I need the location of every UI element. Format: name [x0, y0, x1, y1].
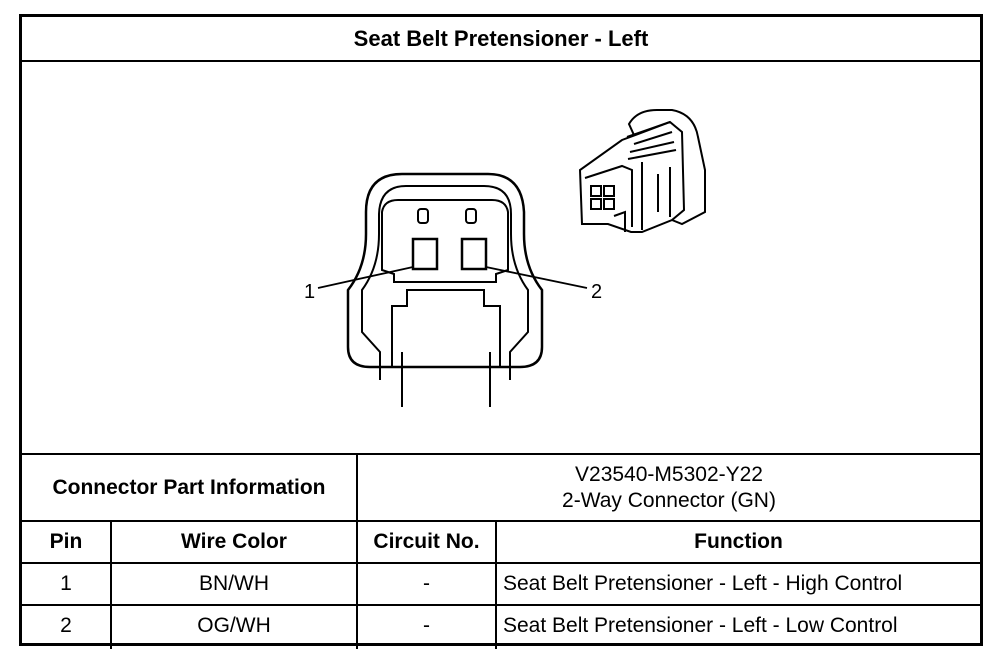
header-function: Function — [694, 530, 783, 553]
table-cell-circuit: - — [423, 572, 430, 595]
connector-end-view-chart: Seat Belt Pretensioner - Left 1 2 — [19, 14, 983, 649]
part-info-label: Connector Part Information — [52, 475, 326, 499]
divider-row1-row2 — [22, 604, 980, 606]
table-cell-pin: 2 — [60, 614, 72, 637]
latch-tab-right — [465, 208, 477, 224]
divider-diagram-table — [22, 453, 980, 455]
table-cell-function: Seat Belt Pretensioner - Left - High Con… — [503, 572, 903, 595]
pin-cavity-1 — [411, 237, 439, 271]
callout-label-2: 2 — [591, 281, 602, 303]
table-cell-pin: 1 — [60, 572, 72, 595]
header-circuit-no: Circuit No. — [373, 530, 480, 553]
connector-3d-view — [578, 109, 706, 233]
connector-latch — [381, 199, 509, 283]
connector-inner-shell — [361, 185, 529, 380]
header-wire-color: Wire Color — [181, 530, 287, 553]
connector-outer-shell — [346, 172, 544, 369]
part-info-value: V23540-M5302-Y22 2-Way Connector (GN) — [358, 455, 980, 520]
table-cell-wire-color: OG/WH — [197, 614, 271, 637]
chart-title: Seat Belt Pretensioner - Left — [22, 17, 980, 62]
header-pin: Pin — [49, 530, 83, 553]
part-number: V23540-M5302-Y22 — [575, 462, 763, 486]
table-cell-function: Seat Belt Pretensioner - Left - Low Cont… — [503, 614, 898, 637]
divider-col-info — [356, 453, 358, 649]
connector-illustration: 1 2 — [304, 109, 706, 407]
divider-info-header — [22, 520, 980, 522]
pin-cavity-2 — [460, 237, 488, 271]
callout-leader-1 — [317, 266, 414, 289]
table-cell-circuit: - — [423, 614, 430, 637]
divider-col-pin — [110, 520, 112, 649]
divider-header-row1 — [22, 562, 980, 564]
table-cell-wire-color: BN/WH — [199, 572, 269, 595]
connector-lower-opening — [391, 289, 501, 367]
part-description: 2-Way Connector (GN) — [562, 488, 776, 512]
connector-diagram: 1 2 — [22, 62, 980, 453]
latch-tab-left — [417, 208, 429, 224]
callout-label-1: 1 — [304, 281, 315, 303]
callout-leader-2 — [485, 266, 588, 289]
divider-col-circuit — [495, 520, 497, 649]
